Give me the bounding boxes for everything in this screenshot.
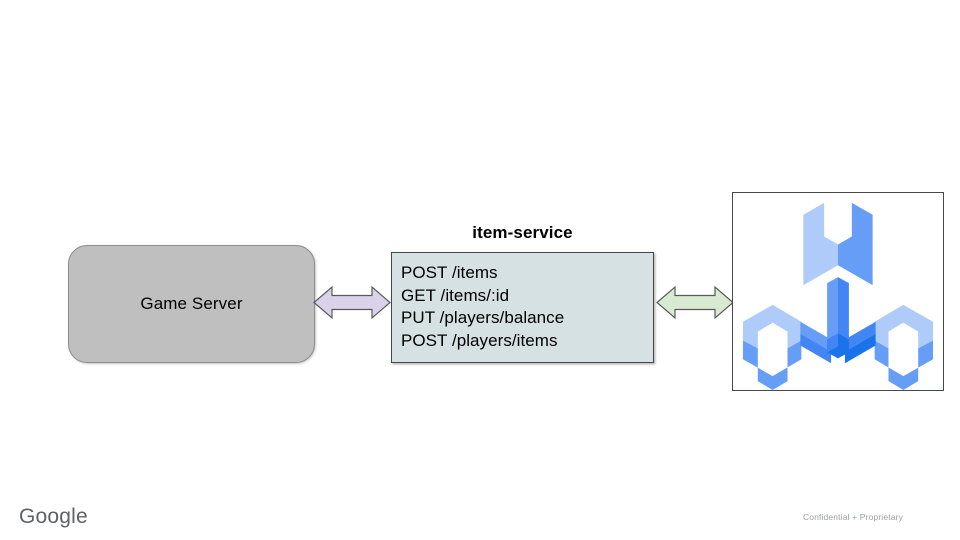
endpoint-item-2: PUT /players/balance xyxy=(401,308,565,327)
endpoint-item-0: POST /items xyxy=(401,263,498,282)
game-server-box: Game Server xyxy=(68,245,315,363)
endpoint-item-3: POST /players/items xyxy=(401,330,558,350)
google-wordmark: Google xyxy=(19,505,88,528)
confidentiality-notice: Confidential + Proprietary xyxy=(802,512,903,522)
isometric-three-prong-wrench-icon xyxy=(742,202,934,390)
connector-game-server-to-item-service xyxy=(313,280,391,325)
endpoint-item-1: GET /items/:id xyxy=(401,285,510,305)
game-server-label: Game Server xyxy=(140,293,243,313)
item-service-box: POST /items GET /items/:id PUT /players/… xyxy=(391,252,654,363)
connector-item-service-to-tool xyxy=(656,280,734,325)
item-service-title: item-service xyxy=(472,223,573,242)
tool-image-panel xyxy=(732,192,944,391)
double-arrow-icon xyxy=(313,285,391,320)
double-arrow-icon xyxy=(656,285,734,320)
